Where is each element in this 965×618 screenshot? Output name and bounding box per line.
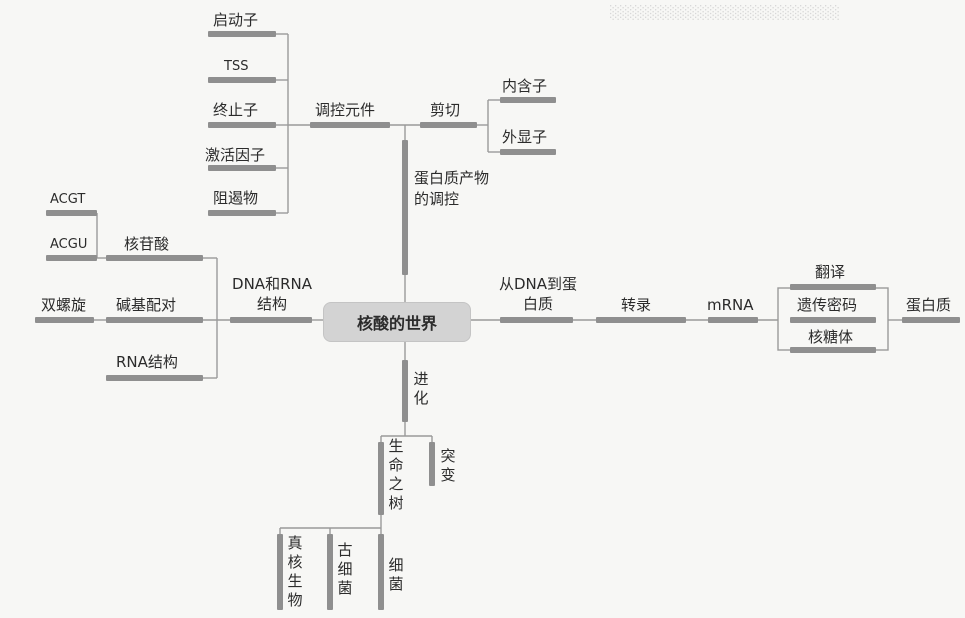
splicing-bar (420, 122, 477, 128)
promoter-bar (208, 31, 276, 37)
bacteria-bar (378, 534, 384, 610)
tree-of-life-label: 生命之树 (388, 437, 404, 512)
base-pairing-bar (106, 317, 203, 323)
repressor-bar (208, 210, 276, 216)
intron-label: 内含子 (502, 77, 548, 95)
center-node: 核酸的世界 (323, 302, 471, 342)
transcription-bar (596, 317, 686, 323)
double-helix-label: 双螺旋 (41, 296, 87, 314)
acgt-label: ACGT (50, 192, 86, 207)
protein-regulation-label: 蛋白质产物的调控 (414, 169, 490, 208)
acgt-bar (46, 210, 97, 216)
rna-structure-label: RNA结构 (116, 353, 178, 371)
dna-rna-structure-label: DNA和RNA结构 (232, 275, 312, 313)
translation-label: 翻译 (815, 263, 846, 281)
activator-bar (208, 165, 276, 171)
dna-to-protein-bar (500, 317, 573, 323)
ribosome-label: 核糖体 (808, 328, 854, 346)
nucleotide-bar (106, 255, 203, 261)
transcription-label: 转录 (621, 296, 652, 314)
promoter-label: 启动子 (213, 11, 259, 29)
acgu-bar (46, 255, 97, 261)
double-helix-bar (35, 317, 94, 323)
splicing-label: 剪切 (430, 101, 461, 119)
base-pairing-label: 碱基配对 (116, 296, 177, 314)
rna-structure-bar (106, 375, 203, 381)
dna-to-protein-label: 从DNA到蛋白质 (498, 275, 578, 313)
translation-bar (790, 284, 876, 290)
ribosome-bar (790, 347, 876, 353)
regulatory-element-bar (310, 122, 390, 128)
tss-label: TSS (224, 59, 249, 74)
protein-bar (902, 317, 960, 323)
protein-label: 蛋白质 (906, 296, 952, 314)
eukaryotes-label: 真核生物 (287, 534, 303, 609)
center-label: 核酸的世界 (356, 314, 437, 333)
evolution-bar (402, 360, 408, 422)
genetic-code-label: 遗传密码 (797, 296, 858, 314)
tss-bar (208, 77, 276, 83)
nucleotide-label: 核苷酸 (124, 235, 170, 253)
bacteria-label: 细菌 (388, 556, 404, 593)
terminator-label: 终止子 (213, 101, 259, 119)
eukaryotes-bar (277, 534, 283, 610)
background-text-ghost: ░░░░░░░░░░░░░░░░░░░░░░░ (610, 6, 840, 21)
dna-rna-structure-bar (230, 317, 312, 323)
protein-regulation-bar (402, 140, 408, 275)
repressor-label: 阻遏物 (213, 189, 259, 207)
mrna-bar (708, 317, 758, 323)
tree-of-life-bar (378, 442, 384, 515)
archaea-label: 古细菌 (337, 541, 353, 597)
acgu-label: ACGU (50, 237, 88, 252)
genetic-code-bar (790, 317, 876, 323)
intron-bar (500, 97, 556, 103)
activator-label: 激活因子 (205, 146, 266, 164)
terminator-bar (208, 122, 276, 128)
exon-bar (500, 149, 556, 155)
evolution-label: 进化 (413, 370, 429, 407)
regulatory-element-label: 调控元件 (315, 101, 376, 119)
exon-label: 外显子 (502, 128, 548, 146)
mutation-bar (429, 442, 435, 486)
mrna-label: mRNA (707, 296, 754, 314)
archaea-bar (327, 534, 333, 610)
mutation-label: 突变 (440, 447, 456, 484)
